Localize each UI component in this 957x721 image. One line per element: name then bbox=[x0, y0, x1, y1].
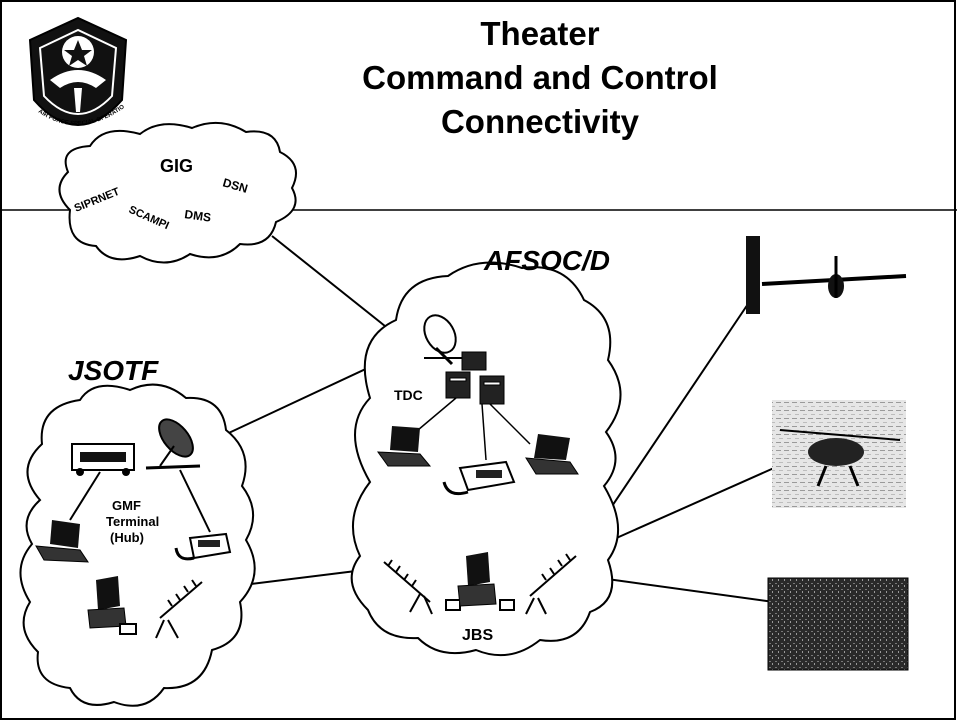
gig-item-dsn: DSN bbox=[221, 175, 249, 195]
aircraft-photo bbox=[746, 236, 907, 314]
laptop-icon bbox=[35, 520, 89, 563]
page-title-line-3: Connectivity bbox=[440, 103, 640, 140]
gmf-label-1: GMF bbox=[112, 498, 141, 513]
jsotf-title: JSOTF bbox=[68, 355, 159, 386]
link-afsoc-aircraft bbox=[599, 297, 753, 525]
afsoc-logo: AIR FORCE SPECIAL OPERATIONS COMMAND bbox=[0, 0, 128, 127]
gmf-terminal-icon bbox=[71, 443, 135, 476]
antenna-icon bbox=[383, 559, 461, 615]
laptop-icon bbox=[457, 552, 497, 607]
telephone-icon bbox=[442, 460, 516, 496]
satellite-dish-icon bbox=[145, 418, 201, 470]
link-gig-afsoc bbox=[271, 235, 401, 339]
page-title-line-1: Theater bbox=[480, 15, 600, 52]
afsoc-tdc-label: TDC bbox=[394, 387, 423, 403]
afsoc-title: AFSOC/D bbox=[483, 245, 610, 276]
jsotf-cloud: JSOTF GMF Terminal (Hub) bbox=[19, 355, 256, 707]
link-afsoc-troops bbox=[599, 577, 775, 603]
gmf-label-3: (Hub) bbox=[110, 530, 144, 545]
afsoc-jbs-label: JBS bbox=[462, 627, 493, 644]
ground-troops-photo bbox=[767, 577, 909, 671]
antenna-icon bbox=[119, 579, 203, 639]
server-rack-icon bbox=[445, 351, 505, 405]
gmf-label-2: Terminal bbox=[106, 514, 159, 529]
laptop-icon bbox=[376, 426, 432, 467]
gig-cloud: GIG SIPRNET SCAMPI DMS DSN bbox=[58, 121, 297, 264]
afsoc-cloud: AFSOC/D TDC JBS bbox=[350, 245, 622, 657]
page-title-line-2: Command and Control bbox=[362, 59, 718, 96]
link-afsoc-helicopter bbox=[593, 459, 793, 549]
laptop-icon bbox=[87, 576, 127, 629]
antenna-icon bbox=[499, 553, 577, 615]
gig-item-dms: DMS bbox=[184, 207, 212, 225]
laptop-icon bbox=[525, 434, 579, 475]
telephone-icon bbox=[174, 532, 232, 561]
helicopter-photo bbox=[772, 400, 906, 508]
gig-title: GIG bbox=[160, 156, 193, 176]
satellite-dish-icon bbox=[423, 314, 470, 366]
